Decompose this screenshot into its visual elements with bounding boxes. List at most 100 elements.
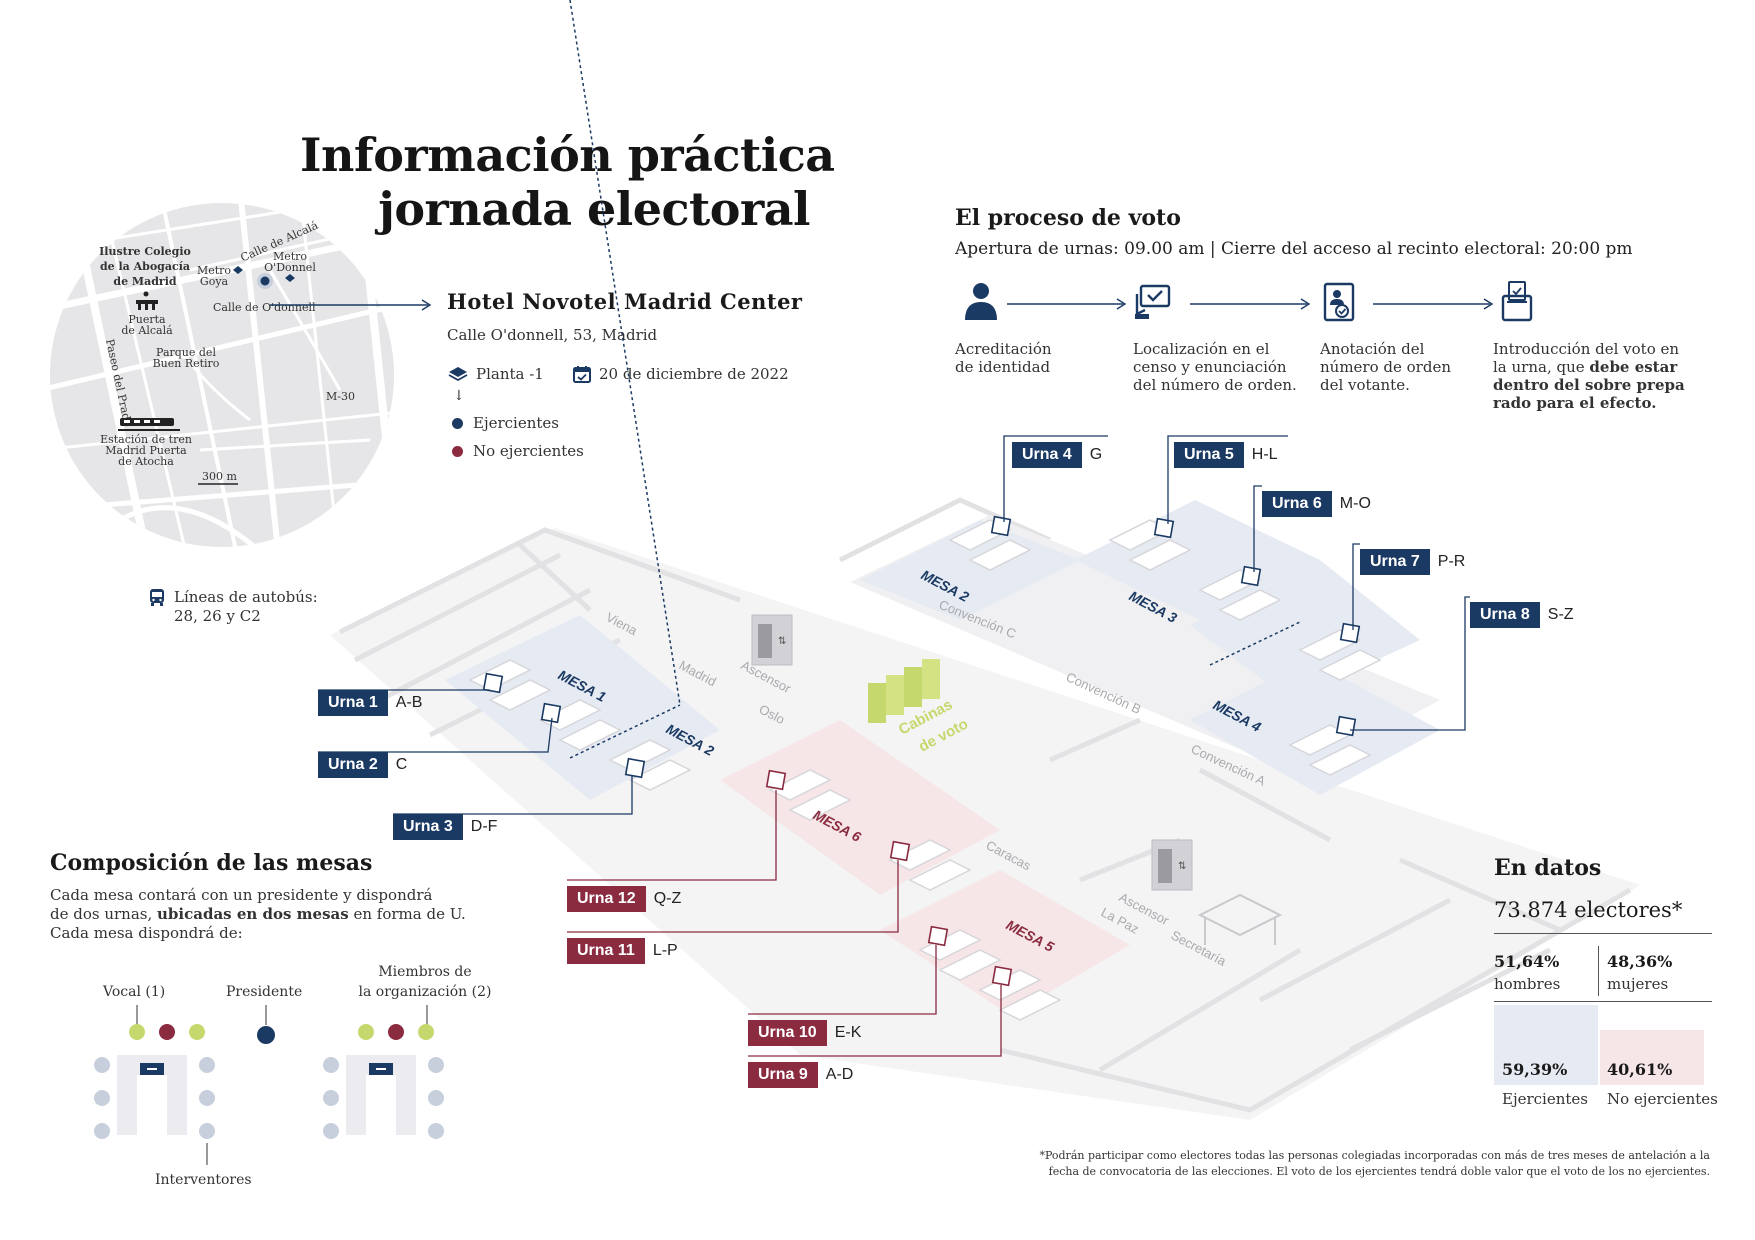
mesa-diagram-2 bbox=[323, 1024, 444, 1139]
ejercientes-pct: 59,39% bbox=[1502, 1060, 1568, 1079]
ejercientes-label: Ejercientes bbox=[1502, 1090, 1588, 1108]
hotel-floor-label: Planta -1 bbox=[476, 365, 544, 383]
ejercientes-bar bbox=[1494, 1005, 1598, 1085]
svg-text:⇅: ⇅ bbox=[778, 636, 786, 647]
hombres-pct: 51,64% bbox=[1494, 952, 1560, 971]
datos-divider-1 bbox=[1494, 933, 1712, 934]
layers-icon bbox=[448, 367, 468, 382]
college-label-2: de la Abogacía bbox=[100, 260, 190, 273]
process-flow bbox=[965, 281, 1533, 322]
college-label-1: Ilustre Colegio bbox=[99, 245, 191, 258]
elevator-icon-2: ⇅ bbox=[1151, 839, 1193, 891]
box-urna-6 bbox=[1240, 565, 1262, 587]
footnote: *Podrán participar como electores todas … bbox=[1039, 1149, 1710, 1178]
composition-title: Composición de las mesas bbox=[50, 850, 373, 876]
hotel-date-label: 20 de diciembre de 2022 bbox=[599, 365, 789, 383]
legend-dot-red bbox=[452, 445, 463, 457]
no-ejercientes-bar bbox=[1600, 1030, 1704, 1085]
no-ejercientes-pct: 40,61% bbox=[1607, 1060, 1673, 1079]
presidente-label: Presidente bbox=[226, 984, 303, 1000]
ballot-box-icon bbox=[1501, 281, 1533, 322]
box-urna-10 bbox=[927, 925, 949, 947]
parque-label-1: Parque del bbox=[156, 346, 216, 359]
tables bbox=[468, 519, 1382, 1021]
estacion-label-3: de Atocha bbox=[118, 455, 174, 468]
bus-icon bbox=[150, 589, 164, 606]
secretaria-desk-icon bbox=[1197, 893, 1283, 945]
process-step-4: Introducción del voto en la urna, que de… bbox=[1493, 340, 1685, 412]
urna-leader-lines-blue bbox=[318, 435, 1470, 815]
voting-booths-icon bbox=[868, 659, 940, 723]
interventores-label: Interventores bbox=[155, 1172, 252, 1188]
electores-count: 73.874 electores* bbox=[1494, 898, 1683, 922]
divider-mesa-1-2 bbox=[569, 704, 681, 759]
hotel-date: 20 de diciembre de 2022 bbox=[572, 364, 789, 384]
hotel-floor: Planta -1 bbox=[447, 365, 544, 383]
college-label-3: de Madrid bbox=[113, 275, 176, 288]
voter-card-icon bbox=[1323, 282, 1355, 322]
box-urna-5 bbox=[1153, 517, 1175, 539]
metro-goya-icon bbox=[233, 266, 243, 274]
box-urna-2 bbox=[540, 702, 562, 724]
box-urna-1 bbox=[482, 672, 504, 694]
zone-mesa-5 bbox=[880, 870, 1130, 1015]
hotel-marker bbox=[260, 276, 270, 286]
hotel-name: Hotel Novotel Madrid Center bbox=[447, 289, 803, 314]
mujeres-label: mujeres bbox=[1607, 975, 1669, 993]
legend-ejercientes: Ejercientes bbox=[452, 414, 559, 432]
title-line-2: jornada electoral bbox=[378, 182, 810, 236]
hotel-pointer-arrow bbox=[270, 299, 432, 311]
bus-label: Líneas de autobús: bbox=[174, 588, 318, 606]
floor-walls bbox=[338, 497, 1632, 1113]
composition-diagram bbox=[94, 1005, 444, 1165]
elevator-icon-1: ⇅ bbox=[751, 614, 793, 666]
street-label-m30: M-30 bbox=[326, 390, 355, 403]
title-line-1: Información práctica bbox=[300, 128, 835, 182]
down-arrow-icon: ↓ bbox=[453, 388, 465, 404]
puerta-alcala-icon bbox=[136, 300, 158, 304]
no-ejercientes-label: No ejercientes bbox=[1607, 1090, 1718, 1108]
en-datos-title: En datos bbox=[1494, 855, 1602, 881]
box-urna-12 bbox=[765, 769, 787, 791]
box-urna-9 bbox=[991, 965, 1013, 987]
estacion-label-1: Estación de tren bbox=[100, 433, 192, 446]
bus-lines: 28, 26 y C2 bbox=[174, 607, 261, 625]
presidente-dot bbox=[257, 1026, 275, 1044]
box-urna-3 bbox=[624, 757, 646, 779]
legend-no-ejercientes: No ejercientes bbox=[452, 442, 584, 460]
parque-label-2: Buen Retiro bbox=[153, 357, 220, 370]
svg-text:⇅: ⇅ bbox=[1178, 861, 1186, 872]
datos-divider-v bbox=[1598, 946, 1599, 996]
box-urna-8 bbox=[1335, 715, 1357, 737]
page-title: Información práctica jornada electoral bbox=[300, 128, 835, 236]
puerta-alcala-label-2: de Alcalá bbox=[121, 324, 173, 337]
legend-ejercientes-label: Ejercientes bbox=[473, 414, 559, 432]
vocal-label: Vocal (1) bbox=[103, 984, 166, 1000]
metro-odonnell-label-1: Metro bbox=[273, 250, 307, 263]
census-check-icon bbox=[1135, 284, 1171, 319]
location-map: Ilustre Colegio de la Abogacía de Madrid… bbox=[50, 203, 394, 547]
legend-no-ejercientes-label: No ejercientes bbox=[473, 442, 584, 460]
metro-odonnell-label-2: O'Donnel bbox=[264, 261, 316, 274]
process-title: El proceso de voto bbox=[955, 205, 1181, 231]
process-subtitle: Apertura de urnas: 09.00 am | Cierre del… bbox=[955, 239, 1633, 259]
zone-mesa-2-upper bbox=[860, 520, 1080, 620]
mesa-diagram-1 bbox=[94, 1024, 215, 1139]
metro-odonnell-icon bbox=[285, 274, 295, 282]
map-scale-label: 300 m bbox=[202, 470, 237, 483]
